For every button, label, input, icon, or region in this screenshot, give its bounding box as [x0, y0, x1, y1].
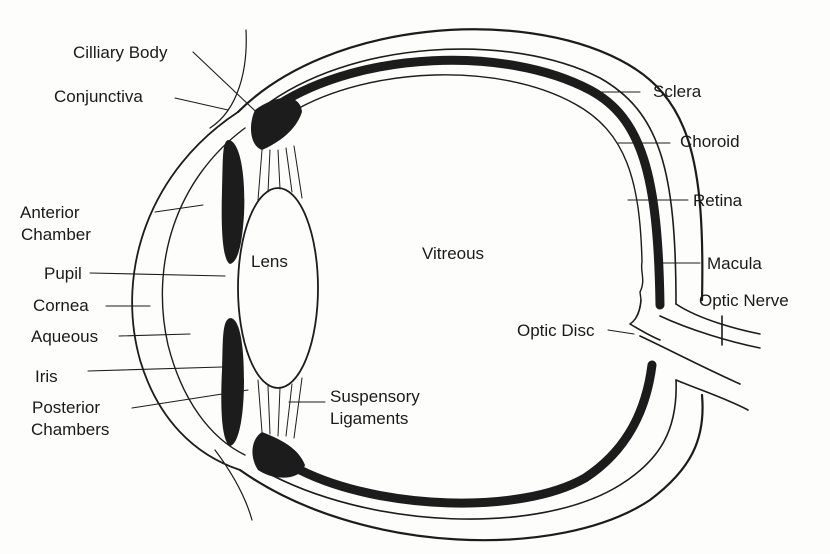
retina-line — [292, 75, 643, 300]
label-posterior-chambers-2: Chambers — [31, 420, 109, 440]
label-suspensory-ligaments-1: Suspensory — [330, 387, 420, 407]
label-choroid: Choroid — [680, 132, 740, 152]
optic-nerve-lower — [640, 336, 740, 384]
label-posterior-chambers-1: Posterior — [32, 398, 100, 418]
choroid-band-lower — [300, 365, 652, 503]
iris-lower — [221, 318, 244, 446]
ciliary-body-upper — [251, 98, 302, 150]
label-cornea: Cornea — [33, 296, 89, 316]
label-vitreous: Vitreous — [422, 244, 484, 264]
label-aqueous: Aqueous — [31, 327, 98, 347]
suspensory-ligaments-upper — [258, 146, 302, 200]
label-iris: Iris — [35, 367, 58, 387]
label-macula: Macula — [707, 254, 762, 274]
ciliary-body-lower — [252, 432, 305, 478]
label-anterior-chamber-2: Chamber — [21, 225, 91, 245]
label-suspensory-ligaments-2: Ligaments — [330, 409, 408, 429]
label-retina: Retina — [693, 191, 742, 211]
label-lens: Lens — [251, 252, 288, 272]
optic-nerve-lower-2 — [676, 380, 748, 410]
label-optic-disc: Optic Disc — [517, 321, 594, 341]
conjunctiva-line — [210, 30, 246, 128]
conjunctiva-line-lower — [215, 450, 252, 520]
label-pupil: Pupil — [44, 264, 82, 284]
label-optic-nerve: Optic Nerve — [699, 291, 789, 311]
lens-shape — [238, 188, 318, 388]
label-cilliary-body: Cilliary Body — [73, 43, 167, 63]
label-anterior-chamber-1: Anterior — [20, 203, 80, 223]
label-conjunctiva: Conjunctiva — [54, 87, 143, 107]
sclera-outer — [238, 29, 703, 540]
label-sclera: Sclera — [653, 82, 701, 102]
choroid-band — [278, 60, 660, 305]
